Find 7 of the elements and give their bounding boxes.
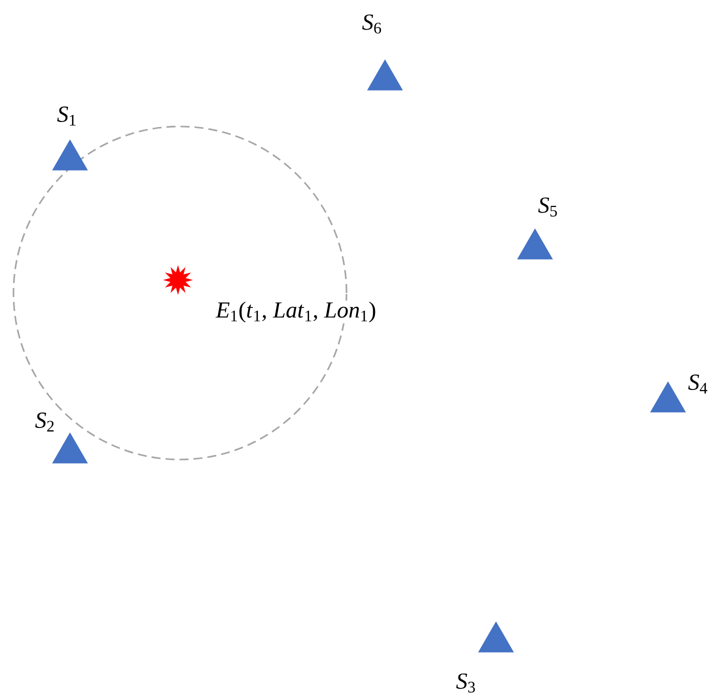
station-label: S$_{3}$ <box>454 672 478 694</box>
event-label: E$_{1}$(t$_{1}$, Lat$_{1}$, Lon$_{1}$) <box>214 300 378 324</box>
station-label: S$_{4}$ <box>686 374 710 394</box>
station-label: S$_{1}$ <box>56 106 78 126</box>
station-label: S$_{5}$ <box>536 196 560 218</box>
station-label: S$_{6}$ <box>360 13 384 35</box>
station-label: S$_{2}$ <box>34 412 56 432</box>
